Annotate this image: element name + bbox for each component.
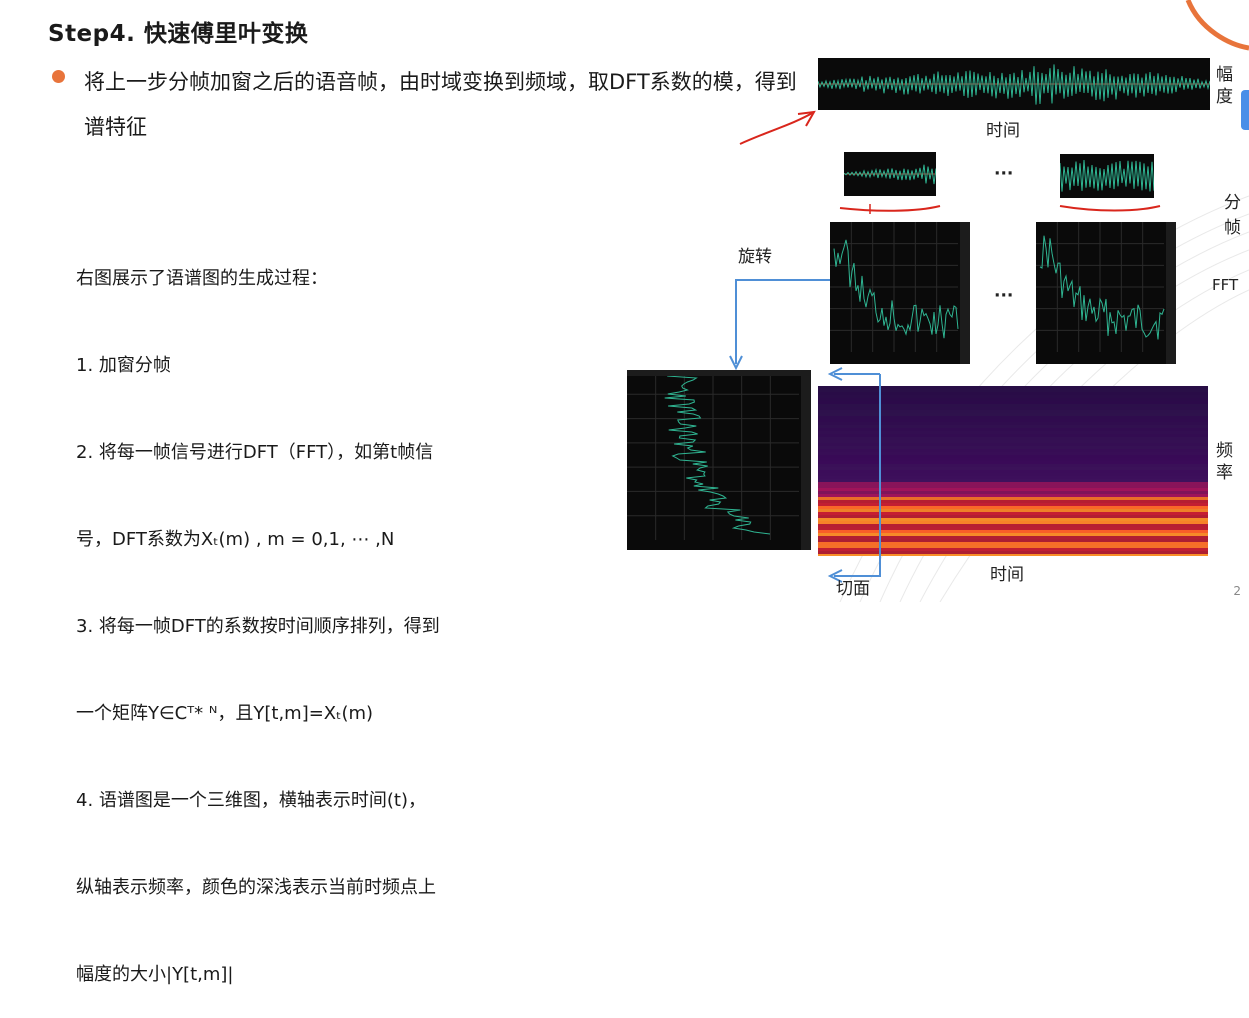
frames-ellipsis: ···	[994, 164, 1014, 184]
frame-panel-first	[844, 152, 936, 196]
fft-ellipsis: ···	[994, 286, 1014, 306]
frames-label: 分帧	[1224, 193, 1241, 238]
rotated-fft-panel	[627, 370, 811, 550]
spectrogram-plot	[818, 386, 1208, 556]
spectrogram-xlabel: 时间	[990, 565, 1024, 585]
rotate-arrow	[729, 279, 830, 371]
slice-label: 切面	[836, 579, 870, 599]
desc-line: 号，DFT系数为Xₜ(m) , m = 0,1, ⋯ ,N	[76, 529, 395, 550]
rotate-label: 旋转	[738, 247, 772, 267]
freq-label: 频率	[1216, 441, 1233, 483]
waveform-ylabel: 幅度	[1216, 65, 1233, 107]
desc-line: 一个矩阵Y∈Cᵀ* ᴺ，且Y[t,m]=Xₜ(m)	[76, 703, 374, 724]
rotated-fft-plot	[627, 370, 811, 550]
fft-plot	[1036, 222, 1176, 364]
fft-panel-last	[1036, 222, 1176, 364]
waveform-panel	[818, 58, 1210, 110]
red-annotation-arrow	[739, 110, 816, 145]
desc-line: 3. 将每一帧DFT的系数按时间顺序排列，得到	[76, 616, 440, 637]
frame-plot	[1060, 159, 1154, 192]
desc-line: 2. 将每一帧信号进行DFT（FFT），如第t帧信	[76, 442, 434, 463]
frame-plot	[844, 164, 936, 185]
description-block: 右图展示了语谱图的生成过程： 1. 加窗分帧 2. 将每一帧信号进行DFT（FF…	[76, 206, 596, 1018]
bullet-text: 将上一步分帧加窗之后的语音帧，由时域变换到频域，取DFT系数的模，得到谱特征	[84, 70, 797, 139]
desc-line: 1. 加窗分帧	[76, 355, 171, 376]
slide-title: Step4. 快速傅里叶变换	[48, 21, 309, 47]
red-underlines	[839, 204, 1161, 214]
fft-panel-first	[830, 222, 970, 364]
desc-line: 幅度的大小|Y[t,m]|	[76, 964, 234, 985]
page-number: 2	[1233, 584, 1241, 598]
desc-line: 4. 语谱图是一个三维图，横轴表示时间(t)，	[76, 790, 426, 811]
slice-arrows	[827, 367, 881, 583]
spectrogram-panel	[818, 386, 1208, 556]
side-panel-toggle[interactable]	[1241, 90, 1249, 130]
fft-plot	[830, 222, 970, 364]
frame-panel-last	[1060, 154, 1154, 198]
fft-label: FFT	[1212, 276, 1239, 294]
desc-line: 纵轴表示频率，颜色的深浅表示当前时频点上	[76, 877, 436, 898]
waveform-plot	[818, 64, 1210, 105]
desc-line: 右图展示了语谱图的生成过程：	[76, 268, 328, 289]
waveform-xlabel: 时间	[986, 121, 1020, 141]
bullet-dot	[52, 70, 65, 83]
